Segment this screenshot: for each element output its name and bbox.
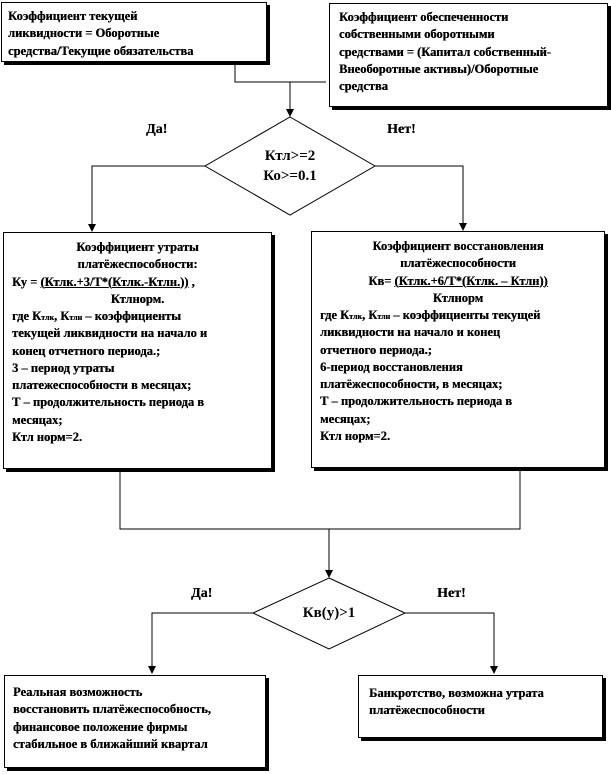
text-line: восстановить платёжеспособность,	[13, 702, 211, 717]
text-line: 6-период восстановления	[320, 359, 463, 374]
text-line: платёжеспособности, в месяцах;	[320, 377, 503, 391]
subscript-k: тлк	[349, 312, 362, 321]
box-title: платёжеспособности:	[77, 257, 198, 272]
equity-ratio-box: Коэффициент обеспеченности собственными …	[329, 3, 608, 107]
text-line: Внеоборотные активы)/Оборотные	[339, 61, 539, 76]
decision1-no-label: Нет!	[387, 122, 416, 137]
text-line: Ктл норм=2.	[320, 428, 390, 443]
where-rest: – коэффициенты текущей	[390, 308, 541, 322]
text-line: месяцах;	[12, 412, 63, 427]
text-line: текущей ликвидности на начало и	[12, 326, 208, 341]
decision1-diamond	[203, 116, 377, 216]
text-line: Коэффициент текущей	[8, 9, 138, 23]
recovery-possible-box: Реальная возможность восстановить платёж…	[4, 675, 266, 768]
text-line: Коэффициент обеспеченности	[339, 10, 509, 24]
text-line: стабильное в ближайший квартал	[13, 736, 208, 751]
formula-suffix: ,	[188, 274, 195, 289]
where-line: где Ктлк, Ктлн – коэффициенты	[12, 308, 263, 325]
formula-denominator: Ктлнорм.	[110, 291, 165, 306]
insolvency-loss-box: Коэффициент утраты платёжеспособности: К…	[3, 232, 272, 469]
text-line: средства/Текущие обязательства	[8, 43, 194, 58]
formula-prefix: Ку =	[12, 274, 41, 289]
text-line: месяцах;	[320, 411, 371, 426]
connector-yes1	[88, 165, 205, 232]
text-line: финансовое положение фирмы	[13, 719, 188, 734]
text-line: отчетного периода.;	[320, 342, 432, 357]
text-line: собственными оборотными	[339, 27, 495, 42]
decision2-text: Кв(у)>1	[302, 605, 356, 621]
formula-numerator: (Ктлк.+6/Т*(Ктлк. – Ктлн))	[394, 273, 548, 288]
box-title: Коэффициент утраты	[76, 240, 199, 254]
text-line: платёжеспособности	[369, 703, 485, 718]
decision1-line2: Ко>=0.1	[263, 168, 317, 185]
formula-numerator: (Ктлк.+3/Т*(Ктлк.-Ктлн.))	[40, 274, 189, 289]
box-title: Коэффициент восстановления	[372, 239, 544, 253]
subscript-n: тлн	[69, 313, 83, 322]
where-line: где Ктлк, Ктлн – коэффициенты текущей	[320, 307, 596, 324]
where-prefix: где К	[320, 308, 350, 322]
connector-no2	[405, 612, 498, 674]
subscript-n: тлн	[377, 312, 391, 321]
where-comma: , К	[361, 308, 378, 322]
box-title: платёжеспособности	[400, 256, 516, 271]
decision2-yes-label: Да!	[191, 586, 213, 601]
solvency-recovery-box: Коэффициент восстановления платёжеспособ…	[311, 231, 605, 468]
decision2-no-label: Нет!	[437, 586, 466, 601]
decision1-line1: Ктл>=2	[264, 148, 316, 164]
text-line: средства	[339, 79, 388, 93]
text-line: платежеспособности в месяцах;	[12, 378, 192, 392]
text-line: 3 – период утраты	[12, 360, 115, 375]
formula-denominator: Ктлнорм	[432, 290, 484, 305]
bankruptcy-box: Банкротство, возможна утрата платёжеспос…	[358, 675, 603, 738]
text-line: ликвидности на начало и конец	[320, 325, 501, 340]
where-rest: – коэффициенты	[82, 309, 181, 323]
connector-mid-merge	[119, 467, 521, 530]
decision2-diamond	[251, 577, 407, 650]
where-prefix: где К	[12, 309, 42, 323]
text-line: Ктл норм=2.	[12, 429, 82, 444]
text-line: Реальная возможность	[13, 685, 143, 699]
text-line: конец отчетного периода.;	[12, 343, 161, 358]
connector-yes2	[148, 612, 253, 674]
decision1-text: Ктл>=2 Ко>=0.1	[230, 146, 350, 187]
formula-prefix: Кв=	[368, 273, 395, 288]
formula-line: Кв= (Ктлк.+6/Т*(Ктлк. – Ктлн))	[320, 273, 596, 290]
subscript-k: тлк	[41, 313, 54, 322]
formula-line: Ку = (Ктлк.+3/Т*(Ктлк.-Ктлн.)) ,	[12, 274, 263, 291]
decision1-yes-label: Да!	[146, 122, 168, 137]
connector-top-left	[234, 61, 326, 83]
connector-no1	[375, 165, 467, 231]
text-line: Т – продолжительность периода в	[12, 395, 204, 410]
text-line: Т – продолжительность периода в	[320, 394, 512, 409]
text-line: средствами = (Капитал собственный-	[339, 44, 551, 59]
current-liquidity-box: Коэффициент текущей ликвидности = Оборот…	[1, 2, 267, 62]
where-comma: , К	[53, 309, 70, 323]
text-line: Банкротство, возможна утрата	[369, 686, 544, 700]
text-line: ликвидности = Оборотные	[8, 26, 160, 41]
